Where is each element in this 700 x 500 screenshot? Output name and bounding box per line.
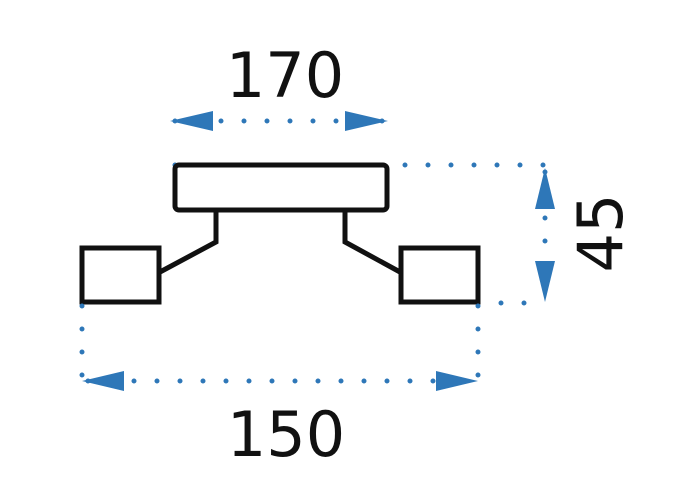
top-arrow-right <box>345 111 388 131</box>
top-arrow-left <box>170 111 213 131</box>
side-dimension-label: 45 <box>564 194 637 273</box>
right-arm <box>342 210 402 275</box>
bottom-dimension: 150 <box>79 303 481 471</box>
fixture-drawing <box>79 162 481 305</box>
ceiling-plate <box>172 162 390 213</box>
left-arm <box>158 210 219 275</box>
right-spotlight <box>398 245 481 305</box>
top-dimension-label: 170 <box>226 39 344 112</box>
side-dimension: 45 <box>172 162 637 306</box>
bottom-arrow-right <box>436 371 478 391</box>
bottom-arrow-left <box>82 371 124 391</box>
top-dimension: 170 <box>170 39 388 131</box>
left-spotlight <box>79 245 162 305</box>
side-arrow-up <box>535 168 555 209</box>
bottom-dimension-label: 150 <box>227 398 345 471</box>
side-arrow-down <box>535 261 555 302</box>
